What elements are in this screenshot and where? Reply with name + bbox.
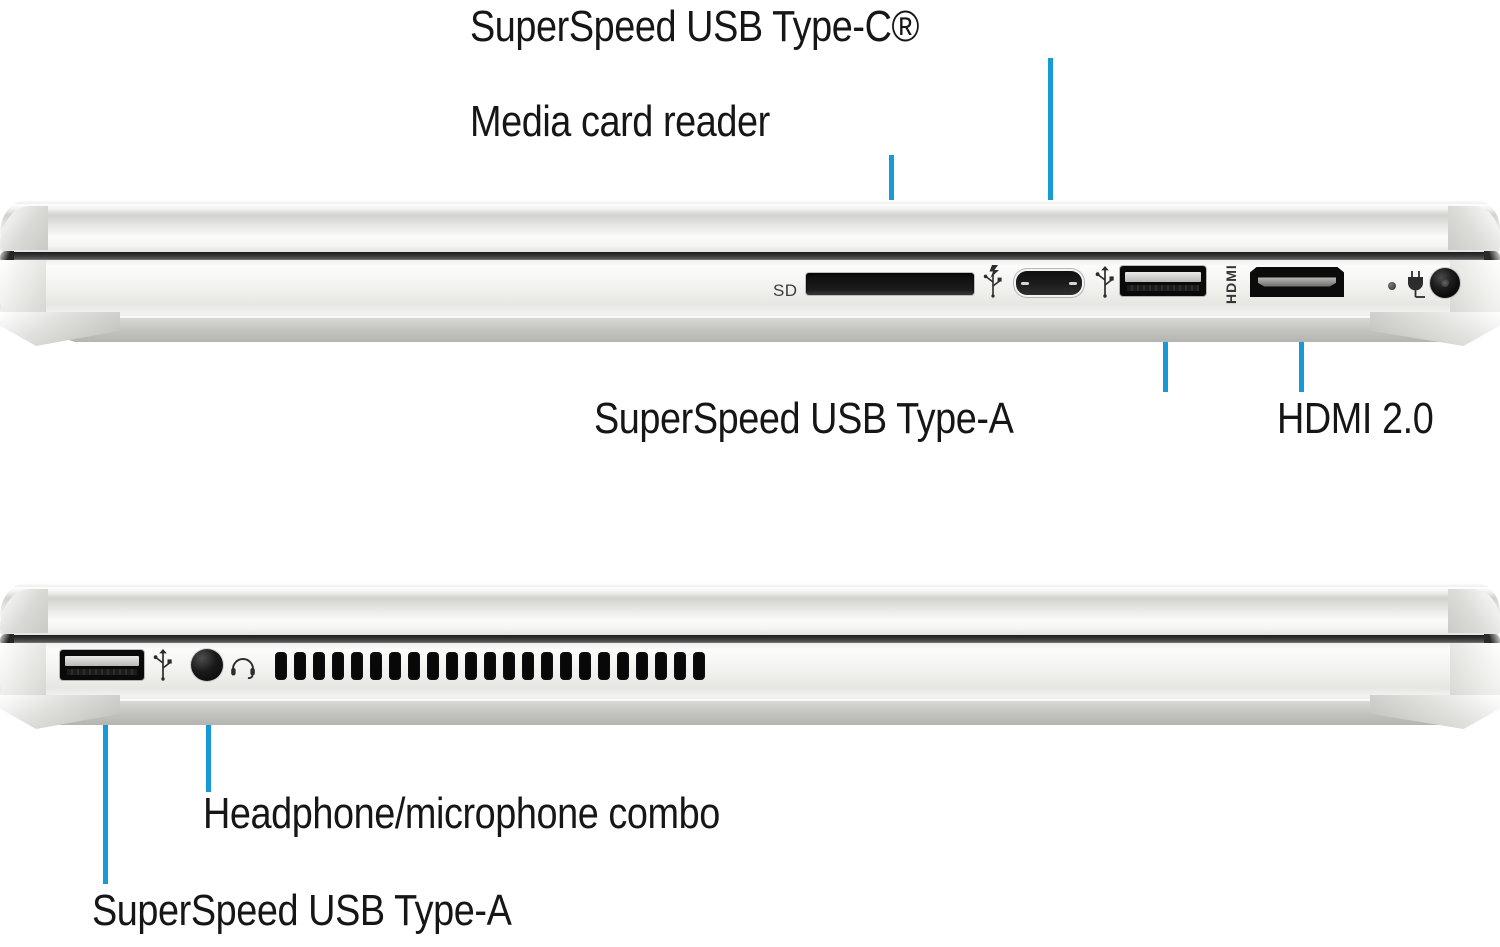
vent-slot (636, 652, 648, 680)
vent-slot (674, 652, 686, 680)
vent-slot (503, 652, 515, 680)
vent-slot (332, 652, 344, 680)
vent-slot (427, 652, 439, 680)
leader-line-usb-c (1048, 58, 1053, 273)
port-usb-type-a-right[interactable] (1120, 266, 1206, 296)
usb-icon-left-side (153, 649, 172, 681)
hdmi-tongue (1258, 277, 1336, 287)
callout-label-usb-a-top: SuperSpeed USB Type-A (594, 394, 1014, 443)
vent-slot (598, 652, 610, 680)
usb-a-tongue (1125, 272, 1201, 282)
exhaust-vents (275, 652, 705, 680)
usb-charging-icon (983, 265, 1002, 298)
seam-cap-left (0, 634, 14, 645)
leader-line-usb-a-bottom (103, 694, 108, 884)
vent-slot (465, 652, 477, 680)
usb-icon-right-side (1095, 266, 1114, 298)
vent-slot (655, 652, 667, 680)
callout-label-usb-a-bottom: SuperSpeed USB Type-A (92, 886, 512, 935)
laptop-lid (0, 200, 1500, 252)
vent-slot (693, 652, 705, 680)
base-left-bevel (0, 260, 46, 318)
port-hdmi[interactable] (1250, 267, 1344, 297)
vent-slot (560, 652, 572, 680)
laptop-left-side-view (0, 583, 1500, 729)
power-plug-icon (1408, 271, 1425, 298)
usb-c-contact-left (1021, 281, 1029, 285)
vent-slot (522, 652, 534, 680)
leader-line-hdmi (1299, 292, 1304, 392)
laptop-right-side-view: SD HDMI (0, 200, 1500, 346)
port-usb-type-c[interactable] (1016, 271, 1082, 295)
vent-slot (389, 652, 401, 680)
usb-c-contact-right (1069, 281, 1077, 285)
power-indicator-led (1388, 282, 1396, 290)
leader-line-headphone-combo (206, 692, 211, 792)
callout-label-hdmi: HDMI 2.0 (1277, 394, 1434, 443)
vent-slot (579, 652, 591, 680)
port-headphone-microphone-combo[interactable] (191, 649, 223, 681)
vent-slot (275, 652, 287, 680)
laptop-base (0, 643, 1500, 705)
clamshell-seam (6, 252, 1494, 261)
base-left-bevel (0, 643, 46, 701)
headphone-icon (231, 658, 255, 679)
callout-label-media-card-reader: Media card reader (470, 97, 770, 146)
usb-a-contacts (1127, 285, 1199, 291)
base-right-bevel (1450, 643, 1500, 701)
usb-a-contacts (67, 669, 137, 675)
port-power-connector[interactable] (1430, 268, 1460, 298)
vent-slot (408, 652, 420, 680)
hdmi-marking-text: HDMI (1223, 264, 1239, 304)
vent-slot (617, 652, 629, 680)
vent-slot (541, 652, 553, 680)
leader-line-usb-a-top (1163, 292, 1168, 392)
laptop-underside (0, 701, 1500, 725)
port-usb-type-a-left[interactable] (60, 650, 144, 680)
vent-slot (370, 652, 382, 680)
laptop-lid (0, 583, 1500, 635)
usb-a-tongue (65, 656, 139, 666)
vent-slot (351, 652, 363, 680)
seam-cap-left (0, 251, 14, 262)
vent-slot (313, 652, 325, 680)
port-media-card-reader[interactable] (806, 273, 974, 295)
clamshell-seam (6, 635, 1494, 644)
vent-slot (294, 652, 306, 680)
sd-marking-text: SD (773, 281, 798, 300)
callout-label-headphone-combo: Headphone/microphone combo (203, 789, 720, 838)
callout-label-usb-c: SuperSpeed USB Type-C® (470, 2, 919, 51)
vent-slot (484, 652, 496, 680)
vent-slot (446, 652, 458, 680)
laptop-underside (0, 318, 1500, 342)
seam-cap-right (1484, 634, 1500, 645)
seam-cap-right (1484, 251, 1500, 262)
